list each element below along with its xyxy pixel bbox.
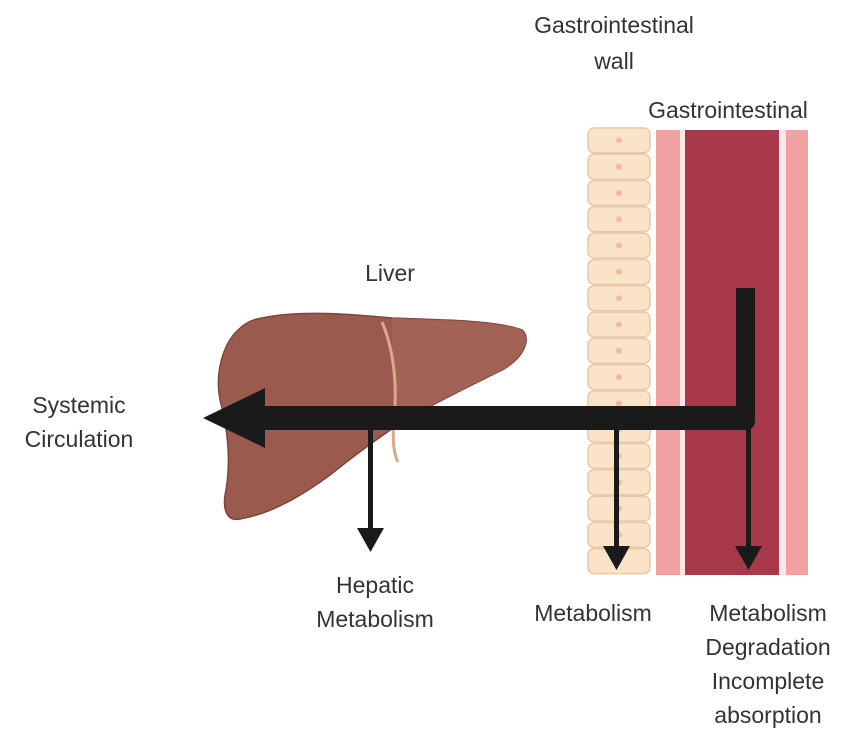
muscle-gap-left [680, 130, 685, 575]
lumen-layer [685, 130, 779, 575]
cell-nucleus [616, 190, 622, 196]
cell-nucleus [616, 374, 622, 380]
systemic-circulation-label: Systemic Circulation [4, 390, 154, 454]
lumen-label-line3: Incomplete [686, 666, 850, 696]
cell-nucleus [616, 243, 622, 249]
systemic-label-line1: Systemic [4, 390, 154, 420]
lumen-arrow-shaft [746, 420, 751, 548]
gi-wall-label-line2: wall [508, 46, 720, 76]
cell-nucleus [616, 164, 622, 170]
wall-metabolism-label: Metabolism [512, 598, 674, 628]
lumen-effects-label: Metabolism Degradation Incomplete absorp… [686, 598, 850, 730]
liver-label: Liver [340, 258, 440, 288]
cell-nucleus [616, 269, 622, 275]
cell-nucleus [616, 400, 622, 406]
hepatic-label-line2: Metabolism [290, 604, 460, 634]
lumen-label-line1: Metabolism [686, 598, 850, 628]
cell-nucleus [616, 137, 622, 143]
hepatic-metabolism-label: Hepatic Metabolism [290, 570, 460, 634]
wall-arrow-shaft [614, 420, 619, 548]
cell-nucleus [616, 322, 622, 328]
cell-nucleus [616, 216, 622, 222]
gi-lumen-label: Gastrointestinal [620, 95, 836, 125]
cell-nucleus [616, 348, 622, 354]
lumen-label-line4: absorption [686, 700, 850, 730]
hepatic-arrow-shaft [368, 420, 373, 530]
hepatic-arrow-head [357, 528, 384, 552]
lumen-label-line2: Degradation [686, 632, 850, 662]
hepatic-label-line1: Hepatic [290, 570, 460, 600]
systemic-label-line2: Circulation [4, 424, 154, 454]
gi-wall-label: Gastrointestinal wall [508, 10, 720, 76]
gi-wall-layers [656, 130, 808, 575]
muscle-gap-right [779, 130, 786, 575]
gi-wall-label-line1: Gastrointestinal [508, 10, 720, 40]
cell-nucleus [616, 295, 622, 301]
